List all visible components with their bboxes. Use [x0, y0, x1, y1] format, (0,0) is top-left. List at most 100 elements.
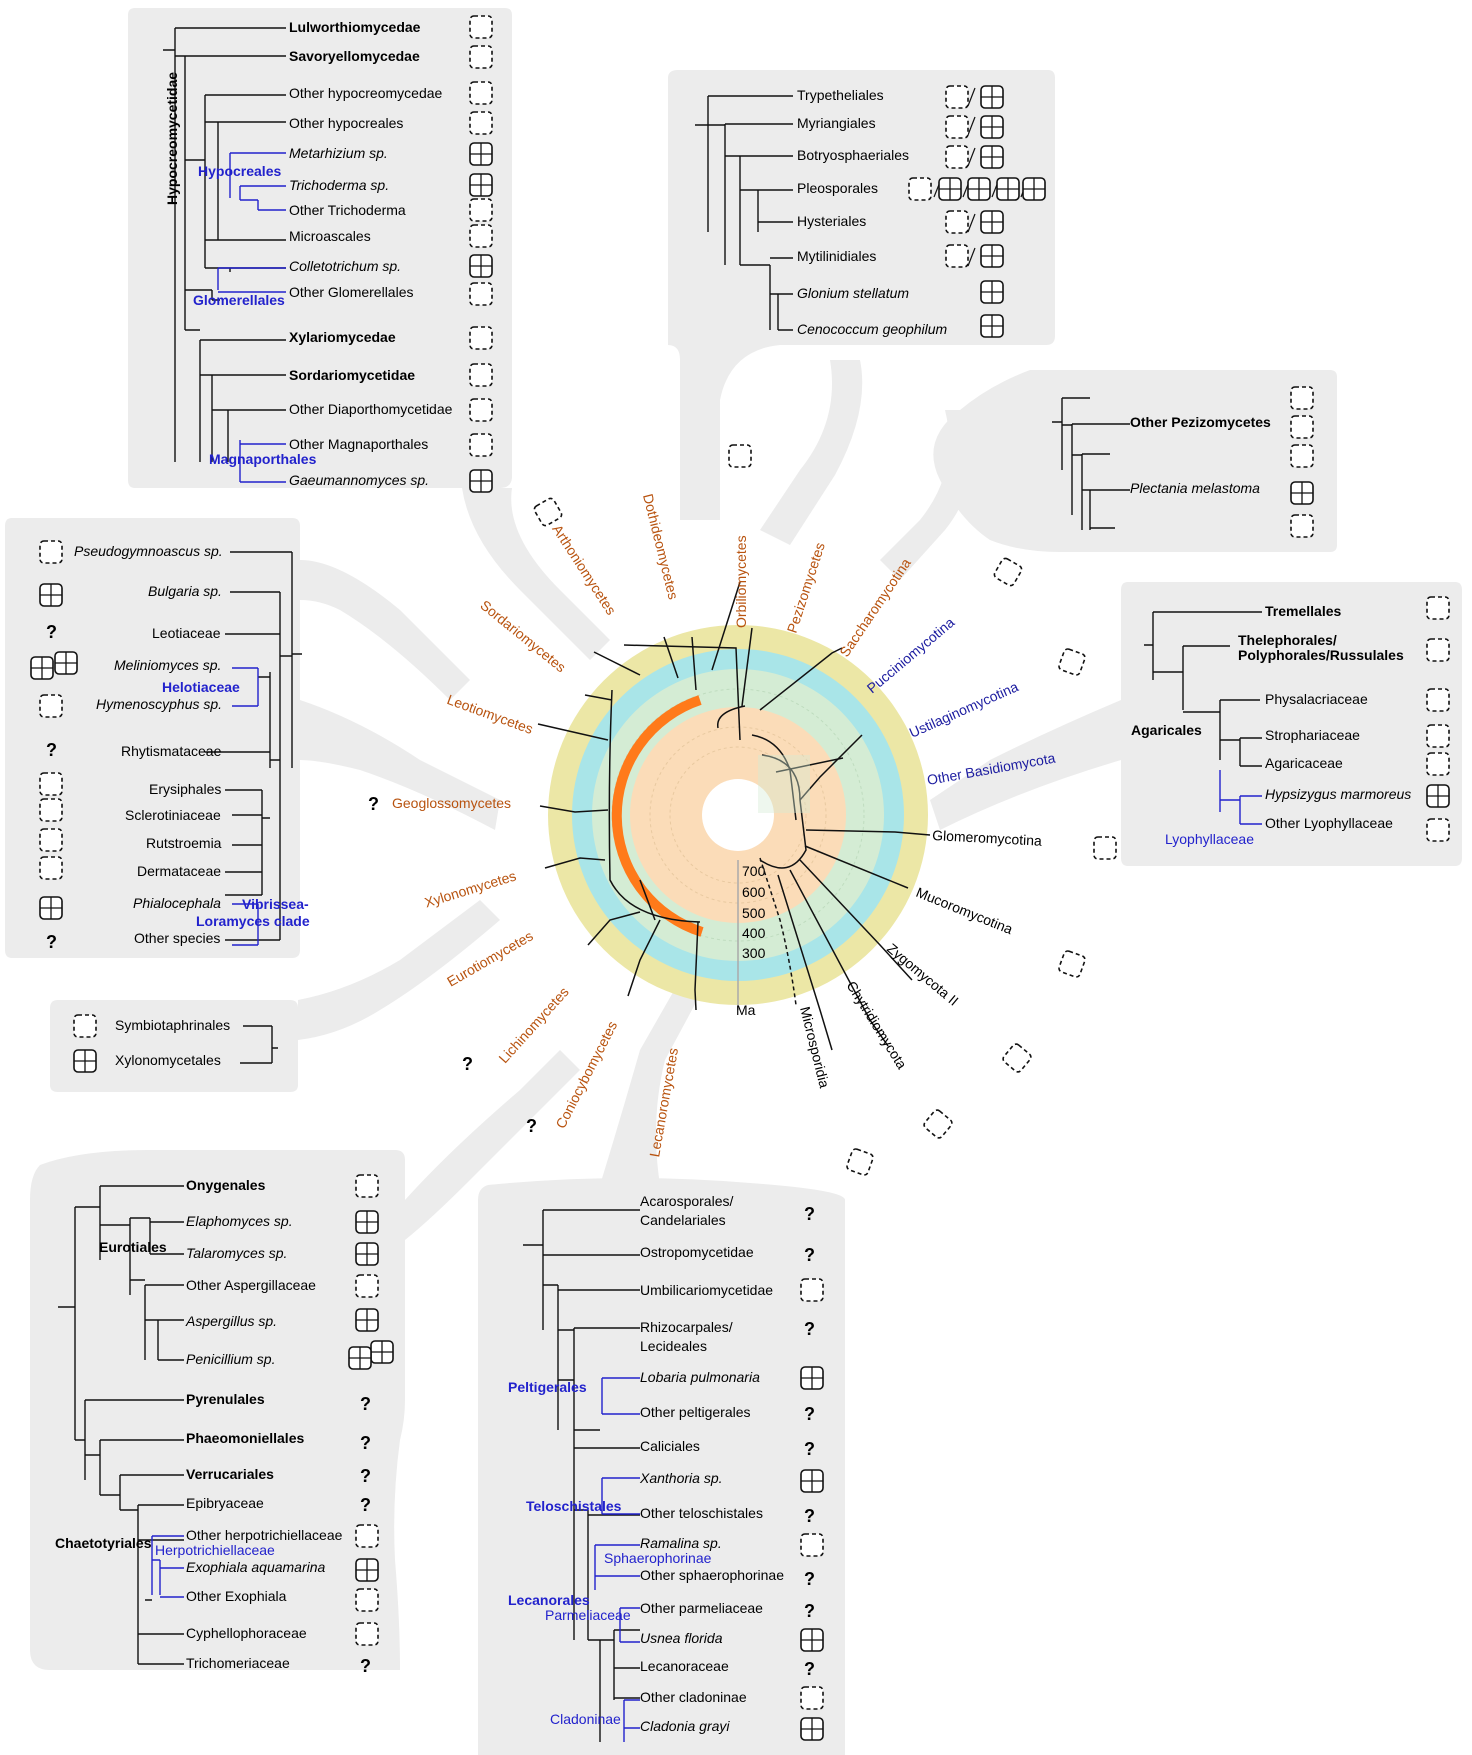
zygomycota-empty-icon — [1000, 1041, 1034, 1075]
taxon: Other Lyophyllaceae — [1265, 815, 1393, 831]
trait-grid-icon — [356, 1559, 378, 1581]
taxon: Other hypocreomycedae — [289, 85, 443, 101]
unknown-trait-icon — [1426, 638, 1450, 662]
unknown-trait-icon — [945, 244, 969, 268]
label-microsporidia: Microsporidia — [797, 1005, 833, 1090]
group-chaetotyriales: Chaetotyriales — [55, 1535, 152, 1551]
taxon: Lecanoraceae — [640, 1658, 729, 1674]
trait-grid-icon — [349, 1347, 371, 1369]
trait-grid-icon — [1427, 785, 1449, 807]
trait-grid-icon — [31, 657, 53, 679]
unknown-trait-icon — [469, 363, 493, 387]
unknown-trait-icon — [39, 540, 63, 564]
central-radial-chart: 700 600 500 400 300 Ma — [537, 581, 931, 1051]
unknown-trait-icon — [908, 177, 932, 201]
question-mark: ? — [360, 1495, 371, 1515]
taxon: Other peltigerales — [640, 1404, 751, 1420]
taxon: Xylariomycedae — [289, 329, 396, 345]
group-glomerellales: Glomerellales — [193, 292, 285, 308]
taxon: Other hypocreales — [289, 115, 403, 131]
group-magnaporthales: Magnaporthales — [209, 451, 317, 467]
unknown-trait-icon — [945, 85, 969, 109]
taxon: Talaromyces sp. — [186, 1245, 287, 1261]
trait-grid-icon — [356, 1211, 378, 1233]
group-herpotrichiellaceae: Herpotrichiellaceae — [155, 1542, 275, 1558]
unknown-trait-icon — [800, 1278, 824, 1302]
taxon: Other Aspergillaceae — [186, 1277, 316, 1293]
taxon: Hysteriales — [797, 213, 866, 229]
taxon: Candelariales — [640, 1212, 726, 1228]
taxon: Pyrenulales — [186, 1391, 265, 1407]
taxon: Onygenales — [186, 1177, 266, 1193]
trait-grid-icon — [997, 178, 1019, 200]
label-chytridiomycota: Chytridiomycota — [843, 978, 910, 1072]
unknown-trait-icon — [469, 433, 493, 457]
taxon: Trypetheliales — [797, 87, 884, 103]
taxon: Aspergillus sp. — [185, 1313, 277, 1329]
taxon: Other teloschistales — [640, 1505, 763, 1521]
taxon: Dermataceae — [137, 863, 221, 879]
label-zygomycota-ii: Zygomycota II — [884, 940, 962, 1009]
question-mark: ? — [804, 1569, 815, 1589]
taxon: Other Trichoderma — [289, 202, 406, 218]
unknown-trait-icon — [1426, 724, 1450, 748]
chytridiomycota-empty-icon — [921, 1107, 955, 1141]
trait-grid-icon — [470, 470, 492, 492]
unknown-trait-icon — [39, 856, 63, 880]
taxon: Agaricaceae — [1265, 755, 1343, 771]
taxon: Phialocephala — [133, 895, 221, 911]
taxon: Hymenoscyphus sp. — [96, 696, 222, 712]
taxon: Botryosphaeriales — [797, 147, 909, 163]
coniocybomycetes-question: ? — [526, 1116, 537, 1136]
scale-tick-300: 300 — [742, 945, 766, 961]
taxon: Erysiphales — [149, 781, 221, 797]
taxon: Tremellales — [1265, 603, 1341, 619]
question-mark: ? — [46, 622, 57, 642]
taxon: Microascales — [289, 228, 371, 244]
taxon: Sclerotiniaceae — [125, 807, 221, 823]
trait-grid-icon — [40, 897, 62, 919]
taxon: Cyphellophoraceae — [186, 1625, 307, 1641]
unknown-trait-icon — [945, 210, 969, 234]
lecanoromycetes-panel: Acarosporales/ Candelariales Ostropomyce… — [508, 1193, 824, 1742]
group-agaricales: Agaricales — [1131, 722, 1202, 738]
unknown-trait-icon — [469, 398, 493, 422]
microsporidia-empty-icon — [845, 1147, 875, 1177]
group-peltigerales: Peltigerales — [508, 1379, 587, 1395]
unknown-trait-icon — [355, 1622, 379, 1646]
taxon: Rutstroemia — [146, 835, 222, 851]
unknown-trait-icon — [1290, 415, 1314, 439]
taxon: Lecideales — [640, 1338, 707, 1354]
unknown-trait-icon — [469, 282, 493, 306]
unknown-trait-icon — [469, 45, 493, 69]
taxon: Other species — [134, 930, 220, 946]
trait-grid-icon — [801, 1629, 823, 1651]
group-lecanorales: Lecanorales — [508, 1592, 590, 1608]
group-hypocreales: Hypocreales — [198, 163, 281, 179]
unknown-trait-icon — [469, 111, 493, 135]
question-mark: ? — [360, 1394, 371, 1414]
taxon: Mytilinidiales — [797, 248, 876, 264]
taxon: Meliniomyces sp. — [114, 657, 221, 673]
pucciniomycotina-empty-icon — [992, 556, 1024, 588]
taxon: Epibryaceae — [186, 1495, 264, 1511]
taxon: Pleosporales — [797, 180, 878, 196]
unknown-trait-icon — [355, 1524, 379, 1548]
taxon: Other cladoninae — [640, 1689, 747, 1705]
orbiliomycetes-empty-icon — [728, 444, 752, 468]
label-dothideomycetes: Dothideomycetes — [640, 492, 682, 601]
question-mark: ? — [804, 1506, 815, 1526]
question-mark: ? — [804, 1659, 815, 1679]
unknown-trait-icon — [1290, 514, 1314, 538]
dothideomycetes-panel: Trypetheliales Myriangiales Botryosphaer… — [695, 85, 1045, 337]
taxon: Ostropomycetidae — [640, 1244, 754, 1260]
taxon: Metarhizium sp. — [289, 145, 388, 161]
question-mark: ? — [360, 1433, 371, 1453]
scale-unit: Ma — [736, 1002, 756, 1018]
background-panels — [5, 8, 1462, 1755]
taxon: Pseudogymnoascus sp. — [74, 543, 223, 559]
trait-grid-icon — [981, 315, 1003, 337]
group-loramyces-clade: Loramyces clade — [196, 913, 310, 929]
group-cladoninae: Cladoninae — [550, 1711, 621, 1727]
